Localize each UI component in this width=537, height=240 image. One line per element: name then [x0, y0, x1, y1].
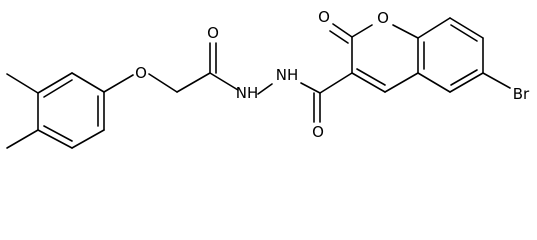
carboxamide-oxygen-label: O — [312, 123, 324, 141]
hydrazide-nh-label: NH — [236, 84, 259, 102]
dimethylphenyl-ring — [6, 72, 105, 149]
lactone-oxygen-label: O — [318, 8, 330, 26]
hydrazide-nh-label: NH — [276, 66, 299, 84]
coumarin-core — [329, 17, 511, 93]
amide-oxygen-label: O — [207, 24, 219, 42]
atom-labels: O O NH NH O O O Br — [135, 8, 530, 141]
ether-oxygen-label: O — [135, 64, 147, 82]
hydrazide-linker — [103, 42, 353, 123]
bromine-label: Br — [513, 85, 530, 103]
ring-oxygen-label: O — [377, 9, 389, 27]
molecular-structure: O O NH NH O O O Br — [6, 8, 530, 149]
